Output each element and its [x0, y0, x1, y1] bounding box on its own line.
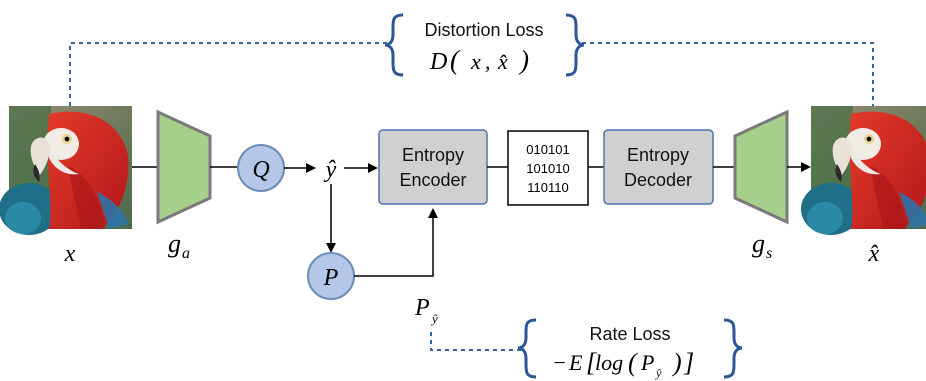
entropy-encoder-line2: Encoder [399, 170, 466, 190]
svg-text:(: ( [628, 348, 638, 377]
distortion-comma: , [485, 49, 491, 74]
distortion-link-line [69, 42, 874, 106]
gs-label: g s [752, 229, 772, 262]
distortion-loss-formula: D ( x , x̂ ) [429, 45, 529, 75]
output-xhat-label: x̂ [868, 241, 880, 267]
entropy-encoder-line1: Entropy [402, 145, 464, 165]
distortion-right-bracket [565, 13, 585, 77]
rate-left-bracket [517, 318, 537, 379]
entropy-decoder-line2: Decoder [624, 170, 692, 190]
reconstructed-image [801, 106, 926, 235]
input-x-label: x [64, 241, 76, 267]
svg-text:ŷ: ŷ [430, 311, 438, 326]
rate-right-bracket [723, 318, 743, 379]
svg-text:s: s [766, 245, 772, 262]
bitstream-row-3: 110110 [527, 180, 568, 195]
svg-text:g: g [168, 229, 181, 258]
distortion-xhat: x̂ [497, 49, 508, 74]
svg-text:a: a [182, 245, 190, 262]
bitstream-box [507, 130, 589, 206]
bitstream-row-2: 101010 [526, 161, 569, 176]
prior-p-label: P [323, 265, 339, 291]
entropy-decoder-box [603, 129, 714, 205]
distortion-x: x [470, 49, 481, 74]
yhat-label: ŷ [324, 157, 337, 183]
analysis-transform-ga [156, 109, 212, 225]
distortion-lparen: ( [450, 45, 461, 75]
rate-link-line [430, 332, 522, 351]
distortion-left-bracket [384, 13, 404, 77]
distortion-D: D [429, 49, 447, 75]
svg-text:]: ] [683, 348, 694, 377]
p-yhat-label: P ŷ [414, 295, 438, 326]
svg-text:P: P [640, 350, 654, 375]
input-image [0, 106, 132, 235]
svg-text:E: E [568, 350, 583, 375]
entropy-encoder-box [378, 129, 488, 205]
svg-text:log: log [595, 350, 623, 375]
svg-text:g: g [752, 229, 765, 258]
svg-text:[: [ [586, 348, 598, 377]
quantizer-q-label: Q [252, 157, 269, 183]
svg-text:): ) [671, 348, 682, 377]
distortion-rparen: ) [518, 45, 529, 75]
rate-loss-title: Rate Loss [589, 324, 670, 344]
rate-loss-formula: − E [ log ( P ŷ ) ] [552, 348, 694, 380]
synthesis-transform-gs [733, 109, 789, 225]
bitstream-row-1: 010101 [526, 142, 569, 157]
svg-text:ŷ: ŷ [655, 366, 662, 380]
ga-label: g a [168, 229, 190, 262]
svg-text:P: P [414, 295, 430, 321]
distortion-loss-title: Distortion Loss [424, 20, 543, 40]
arrow-p-encoder [354, 208, 438, 277]
entropy-decoder-line1: Entropy [627, 145, 689, 165]
svg-text:−: − [552, 350, 567, 375]
